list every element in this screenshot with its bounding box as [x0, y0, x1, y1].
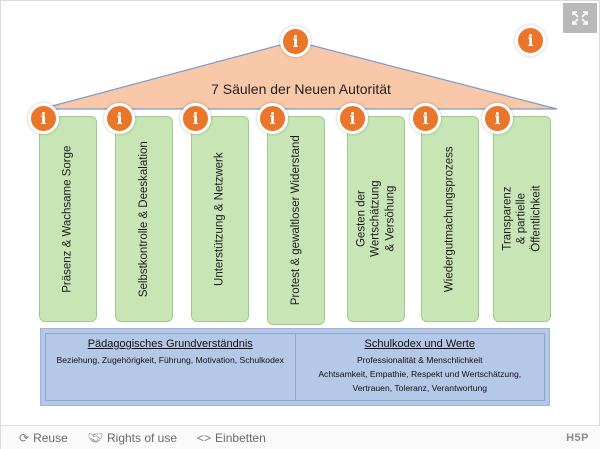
- foundation-right-heading: Schulkodex und Werte: [364, 338, 475, 350]
- pillar-1: Präsenz & Wachsame Sorge: [39, 116, 97, 322]
- pillar-6: Wiedergutmachungsprozess: [421, 116, 479, 322]
- rights-icon: 🤝︎: [87, 431, 103, 445]
- pillar-label: Präsenz & Wachsame Sorge: [61, 145, 74, 293]
- pillar-7: Transparenz & partielle Öffentlichkeit: [493, 116, 551, 322]
- pillar-label: Selbstkontrolle & Deeskalation: [137, 141, 150, 297]
- pillar-label: Unterstützung & Netzwerk: [213, 152, 226, 286]
- rights-label: Rights of use: [106, 431, 178, 445]
- reuse-icon: ⟳: [19, 431, 30, 445]
- info-hotspot-pillar-5[interactable]: i: [337, 103, 368, 134]
- fullscreen-button[interactable]: [563, 3, 597, 33]
- action-bar: ⟳ Reuse 🤝︎ Rights of use <> Einbetten H5…: [1, 425, 600, 449]
- info-icon: i: [116, 108, 123, 128]
- info-icon: i: [40, 108, 47, 128]
- pillar-5: Gesten der Wertschätzung & Versöhung: [347, 116, 405, 322]
- pillar-3: Unterstützung & Netzwerk: [191, 116, 249, 322]
- page-title: 7 Säulen der Neuen Autorität: [211, 81, 391, 97]
- h5p-logo[interactable]: H5P: [566, 432, 589, 444]
- foundation-left: Pädagogisches Grundverständnis Beziehung…: [46, 334, 295, 400]
- foundation-right-line-1: Professionalität & Menschlichkeit: [356, 355, 483, 365]
- foundation-right-line-3: Vertrauen, Toleranz, Verantwortung: [352, 383, 488, 393]
- reuse-button[interactable]: ⟳ Reuse: [19, 431, 68, 445]
- info-icon: i: [422, 108, 429, 128]
- pillar-label: Gesten der Wertschätzung & Versöhung: [355, 180, 397, 258]
- pillar-label: Protest & gewaltloser Widerstand: [289, 135, 302, 306]
- foundation-right-line-2: Achtsamkeit, Empathie, Respekt und Werts…: [318, 369, 522, 379]
- pillar-label: Transparenz & partielle Öffentlichkeit: [501, 185, 543, 253]
- info-hotspot-pillar-6[interactable]: i: [410, 103, 441, 134]
- info-icon: i: [269, 108, 276, 128]
- foundation: Pädagogisches Grundverständnis Beziehung…: [40, 328, 550, 406]
- info-icon: i: [292, 31, 299, 51]
- roof: [40, 40, 558, 110]
- embed-button[interactable]: <> Einbetten: [197, 431, 266, 445]
- embed-icon: <>: [197, 431, 212, 445]
- embed-label: Einbetten: [215, 431, 266, 445]
- info-hotspot-pillar-7[interactable]: i: [482, 103, 513, 134]
- fullscreen-icon: [572, 11, 588, 25]
- info-hotspot-roof[interactable]: i: [280, 26, 311, 57]
- foundation-inner: Pädagogisches Grundverständnis Beziehung…: [45, 333, 545, 401]
- pillar-label: Wiedergutmachungsprozess: [443, 146, 456, 292]
- info-icon: i: [527, 30, 534, 50]
- info-hotspot-pillar-4[interactable]: i: [257, 103, 288, 134]
- info-icon: i: [349, 108, 356, 128]
- info-hotspot-pillar-1[interactable]: i: [28, 103, 59, 134]
- pillar-2: Selbstkontrolle & Deeskalation: [115, 116, 173, 322]
- reuse-label: Reuse: [33, 431, 68, 445]
- info-hotspot-top-right[interactable]: i: [515, 25, 546, 56]
- foundation-left-text: Beziehung, Zugehörigkeit, Führung, Motiv…: [56, 355, 284, 365]
- info-icon: i: [192, 108, 199, 128]
- foundation-left-heading: Pädagogisches Grundverständnis: [87, 338, 253, 350]
- foundation-right: Schulkodex und Werte Professionalität & …: [294, 334, 545, 400]
- info-icon: i: [494, 108, 501, 128]
- pillar-4: Protest & gewaltloser Widerstand: [267, 116, 325, 325]
- rights-of-use-button[interactable]: 🤝︎ Rights of use: [88, 431, 177, 445]
- info-hotspot-pillar-3[interactable]: i: [180, 103, 211, 134]
- info-hotspot-pillar-2[interactable]: i: [104, 103, 135, 134]
